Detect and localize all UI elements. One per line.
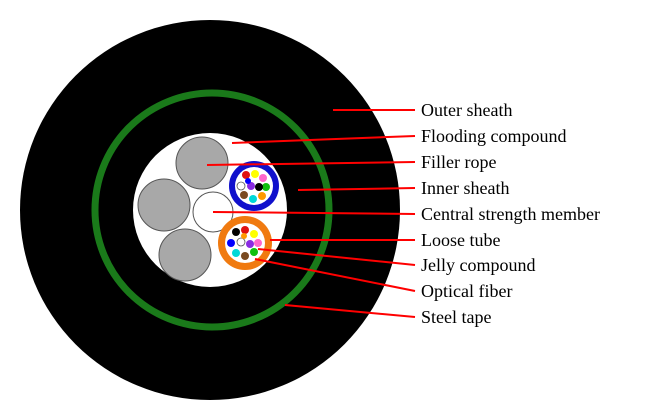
label-loose-tube: Loose tube <box>421 230 500 250</box>
loose-tube-blue <box>229 161 279 211</box>
filler-rope-bottom <box>158 228 212 282</box>
label-central-strength-member: Central strength member <box>421 204 600 224</box>
leader-central-strength-member <box>212 211 416 215</box>
leader-steel-tape <box>284 304 416 318</box>
label-inner-sheath: Inner sheath <box>421 178 509 198</box>
label-flooding-compound: Flooding compound <box>421 126 567 146</box>
leader-lines <box>206 109 416 318</box>
label-steel-tape: Steel tape <box>421 307 491 327</box>
steel-tape-ring <box>91 89 333 331</box>
leader-flooding-compound <box>231 135 416 144</box>
leader-optical-fiber <box>254 258 416 292</box>
label-outer-sheath: Outer sheath <box>421 100 512 120</box>
leader-inner-sheath <box>297 187 416 191</box>
leader-filler-rope <box>206 161 416 166</box>
loose-tube-orange <box>218 216 272 270</box>
leader-jelly-compound <box>257 248 416 266</box>
label-group: Outer sheath Flooding compound Filler ro… <box>421 100 600 327</box>
filler-rope-top <box>175 136 229 190</box>
label-filler-rope: Filler rope <box>421 152 496 172</box>
label-optical-fiber: Optical fiber <box>421 281 512 301</box>
label-jelly-compound: Jelly compound <box>421 255 536 275</box>
filler-rope-left <box>137 178 191 232</box>
